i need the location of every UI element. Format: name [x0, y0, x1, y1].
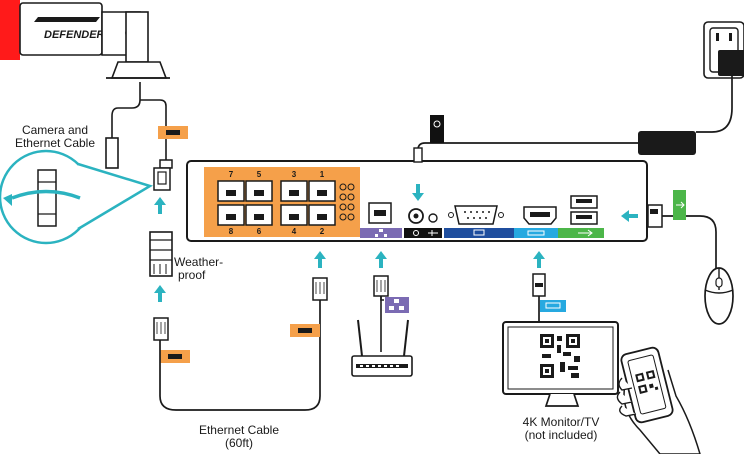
qr-code-icon [635, 369, 659, 394]
monitor-label: 4K Monitor/TV (not included) [506, 416, 616, 442]
weatherproof-cap [149, 231, 173, 277]
cable-tag-ethernet-right [290, 324, 320, 337]
port-number: 6 [257, 227, 262, 236]
qr-code-icon [540, 334, 580, 378]
power-color-strip [404, 228, 442, 238]
network-icon [375, 229, 387, 237]
audio-port[interactable] [428, 213, 438, 223]
camera-unit: DEFENDER [0, 0, 170, 79]
ethernet-cable-label-line2: (60ft) [224, 436, 253, 450]
arrow-up-icon [375, 251, 387, 268]
ethernet-cable-label-line1: Ethernet Cable [198, 423, 280, 437]
power-icon [433, 120, 441, 128]
cable-tag-ethernet-left [160, 350, 190, 363]
lan-color-strip [360, 228, 402, 238]
weatherproof-label-line2: proof [178, 268, 206, 282]
port-number: 7 [229, 170, 234, 179]
arrow-up-icon [154, 197, 166, 214]
connector-zoom-callout [0, 149, 154, 245]
dc-cord [417, 142, 638, 160]
monitor-label-line2: (not included) [524, 428, 598, 442]
router [351, 275, 413, 377]
camera-brand: DEFENDER [44, 29, 105, 41]
monitor-label-line1: 4K Monitor/TV [522, 415, 600, 429]
hdmi-icon [545, 302, 561, 309]
arrow-up-icon [314, 251, 326, 268]
camera-cable-label-line1: Camera and [21, 123, 89, 137]
poe-port-block [204, 167, 360, 237]
port-number: 3 [292, 170, 297, 179]
weatherproof-label: Weather- proof [174, 256, 234, 282]
ethernet-cable-label: Ethernet Cable (60ft) [184, 424, 294, 450]
ethernet-plug-left [153, 317, 169, 341]
arrow-up-icon [154, 285, 166, 302]
port-number: 5 [257, 170, 262, 179]
dc-plug [413, 147, 423, 163]
vga-port[interactable] [454, 205, 498, 225]
cable-tag-hdmi [540, 300, 566, 312]
hdmi-cable [532, 273, 546, 322]
power-outlet [703, 21, 744, 79]
arrow-up-icon [533, 251, 545, 268]
weatherproof-label-line1: Weather- [174, 255, 224, 269]
power-plug [718, 50, 744, 76]
port-number: 8 [229, 227, 234, 236]
hdmi-icon [527, 230, 545, 236]
camera-pigtail [105, 82, 167, 169]
camera-cable-label-line2: Ethernet Cable [14, 136, 96, 150]
vent-holes [339, 183, 355, 221]
cable-tag-usb [673, 190, 686, 220]
power-cord [696, 76, 733, 133]
ethernet-cable [159, 300, 321, 411]
power-adapter [638, 131, 696, 155]
port-number: 2 [320, 227, 325, 236]
usb-icon [676, 201, 685, 209]
camera-cable-label: Camera and Ethernet Cable [0, 124, 110, 150]
cable-tag-power [430, 115, 444, 143]
power-icon [413, 230, 438, 236]
port-number: 1 [320, 170, 325, 179]
nvr-unit: 7 5 3 1 8 6 4 2 [186, 160, 648, 242]
usb-mouse [647, 204, 734, 325]
hdmi-color-strip [514, 228, 558, 238]
cable-tag-network [385, 297, 409, 313]
vga-icon [473, 229, 485, 236]
vga-color-strip [444, 228, 514, 238]
usb-icon [578, 229, 593, 237]
port-number: 4 [292, 227, 297, 236]
ethernet-plug-right [312, 277, 328, 301]
smartphone-hand [616, 346, 701, 454]
camera-cable-connector [153, 159, 173, 191]
monitor [502, 321, 619, 407]
cable-tag-camera [158, 126, 188, 139]
